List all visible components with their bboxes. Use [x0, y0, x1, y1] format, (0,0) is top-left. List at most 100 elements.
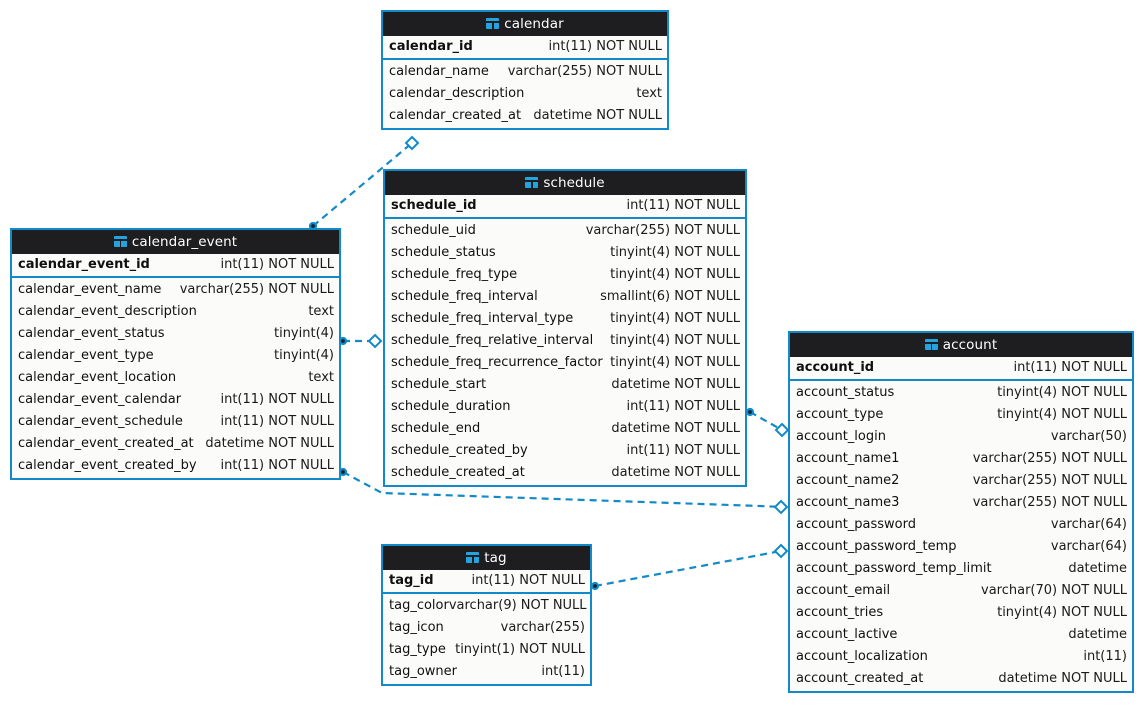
field-row[interactable]: calendar_event_schedule int(11) NOT NULL — [12, 411, 339, 433]
relationship-endpoint-diamond — [404, 135, 420, 151]
field-name: calendar_event_id — [18, 257, 150, 272]
field-row[interactable]: account_localization int(11) — [790, 646, 1132, 668]
field-type: tinyint(4) NOT NULL — [997, 385, 1127, 400]
field-name: calendar_created_at — [389, 108, 522, 123]
relationship-schedule-to-account — [745, 407, 790, 438]
field-type: tinyint(4) NOT NULL — [997, 605, 1127, 620]
field-row[interactable]: calendar_created_at datetime NOT NULL — [383, 105, 667, 127]
field-type: text — [308, 304, 334, 319]
field-name: calendar_event_schedule — [18, 414, 183, 429]
field-type: varchar(64) — [1050, 517, 1127, 532]
field-type: tinyint(4) — [273, 326, 334, 341]
field-type: datetime NOT NULL — [611, 465, 740, 480]
field-name: schedule_freq_type — [391, 267, 518, 282]
field-type: tinyint(1) NOT NULL — [455, 642, 585, 657]
primary-key-row[interactable]: calendar_id int(11) NOT NULL — [383, 36, 667, 60]
field-type: int(11) NOT NULL — [626, 198, 740, 213]
field-name: account_email — [796, 583, 891, 598]
field-name: account_id — [796, 360, 875, 375]
field-name: tag_color — [389, 598, 449, 613]
field-name: account_localization — [796, 649, 928, 664]
field-type: int(11) NOT NULL — [548, 39, 662, 54]
field-type: int(11) NOT NULL — [626, 443, 740, 458]
field-type: int(11) NOT NULL — [626, 399, 740, 414]
field-row[interactable]: schedule_freq_type tinyint(4) NOT NULL — [385, 264, 745, 286]
field-type: int(11) — [1083, 649, 1127, 664]
field-type: int(11) NOT NULL — [220, 414, 334, 429]
relationship-line — [594, 549, 782, 588]
field-name: schedule_uid — [391, 223, 476, 238]
field-type: varchar(64) — [1050, 539, 1127, 554]
field-type: text — [636, 86, 662, 101]
field-type: varchar(255) NOT NULL — [972, 495, 1127, 510]
field-row[interactable]: calendar_event_location text — [12, 367, 339, 389]
field-type: datetime NOT NULL — [205, 436, 334, 451]
field-name: account_name1 — [796, 451, 900, 466]
field-type: tinyint(4) NOT NULL — [997, 407, 1127, 422]
table-icon — [525, 177, 539, 188]
field-name: schedule_created_by — [391, 443, 528, 458]
field-name: calendar_event_name — [18, 282, 162, 297]
field-type: tinyint(4) NOT NULL — [610, 267, 740, 282]
field-name: schedule_freq_interval_type — [391, 311, 574, 326]
field-name: calendar_event_created_by — [18, 458, 197, 473]
field-name: calendar_id — [389, 39, 473, 54]
field-row[interactable]: schedule_created_by int(11) NOT NULL — [385, 440, 745, 462]
field-type: datetime NOT NULL — [533, 108, 662, 123]
field-type: text — [308, 370, 334, 385]
field-name: schedule_start — [391, 377, 487, 392]
field-name: calendar_event_location — [18, 370, 177, 385]
field-type: int(11) NOT NULL — [220, 392, 334, 407]
relationship-endpoint-diamond — [367, 333, 383, 349]
